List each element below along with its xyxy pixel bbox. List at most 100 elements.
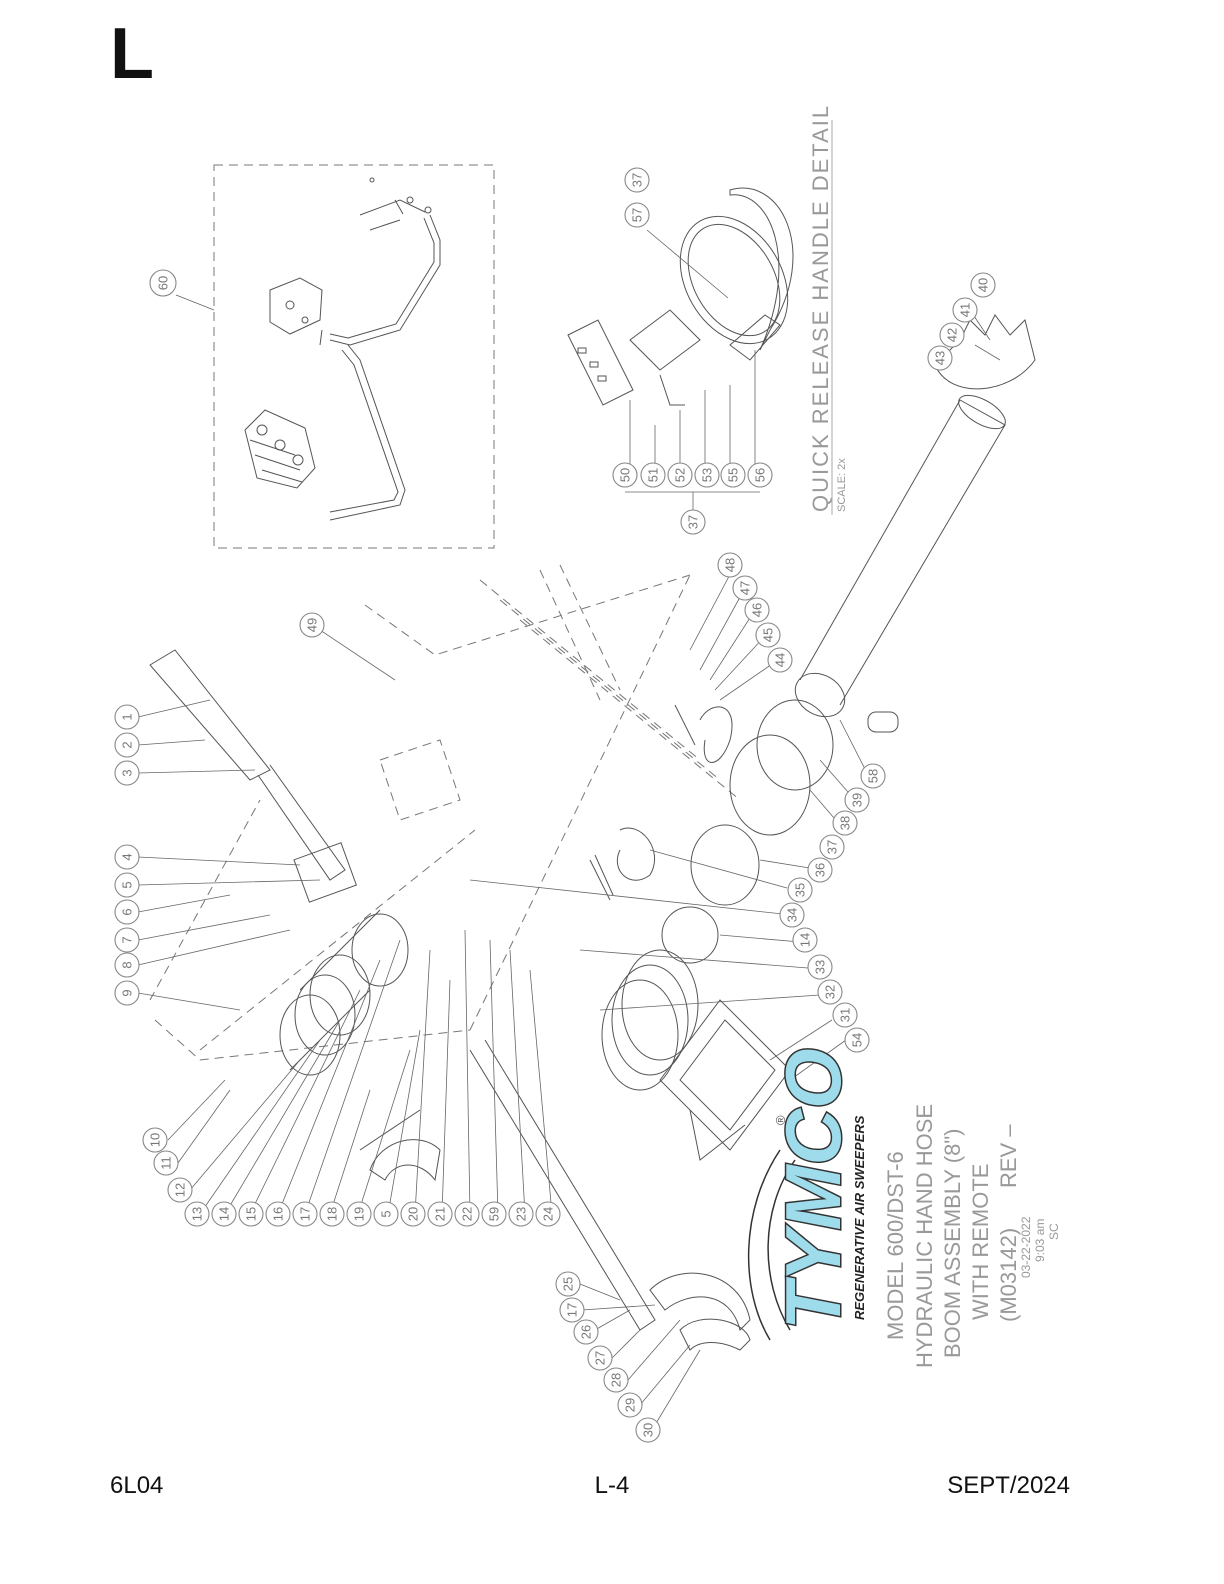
callout-34: 34 bbox=[779, 902, 805, 928]
callout-43: 43 bbox=[927, 345, 953, 371]
stamp-initials: SC bbox=[1047, 1223, 1061, 1240]
callout-59: 59 bbox=[481, 1201, 507, 1227]
footer-date: SEPT/2024 bbox=[947, 1472, 1070, 1499]
hydraulic-inset bbox=[175, 164, 495, 549]
callout-20: 20 bbox=[400, 1201, 426, 1227]
callout-label: 21 bbox=[433, 1207, 448, 1221]
section-letter: L bbox=[110, 14, 154, 94]
callout-label: 42 bbox=[945, 328, 960, 342]
callout-label: 51 bbox=[646, 468, 661, 482]
title-line2: HYDRAULIC HAND HOSE bbox=[912, 1104, 937, 1368]
callout-label: 17 bbox=[565, 1303, 580, 1317]
callout-12: 12 bbox=[167, 1177, 193, 1203]
callout-49: 49 bbox=[299, 612, 325, 638]
callout-label: 45 bbox=[761, 628, 776, 642]
callout-label: 18 bbox=[325, 1207, 340, 1221]
callout-label: 30 bbox=[641, 1423, 656, 1437]
callout-label: 4 bbox=[120, 853, 135, 860]
callout-15: 15 bbox=[238, 1201, 264, 1227]
callout-58: 58 bbox=[860, 763, 886, 789]
detail-title-block: QUICK RELEASE HANDLE DETAIL SCALE: 2x bbox=[808, 104, 848, 515]
callout-19: 19 bbox=[346, 1201, 372, 1227]
callout-57: 57 bbox=[624, 202, 650, 228]
callout-label: 19 bbox=[352, 1207, 367, 1221]
callout-30: 30 bbox=[635, 1417, 661, 1443]
callout-22: 22 bbox=[454, 1201, 480, 1227]
callout-6: 6 bbox=[114, 899, 140, 925]
callout-10: 10 bbox=[142, 1127, 168, 1153]
callout-46: 46 bbox=[744, 597, 770, 623]
detail-title: QUICK RELEASE HANDLE DETAIL bbox=[808, 104, 833, 512]
callout-label: 25 bbox=[561, 1277, 576, 1291]
callout-7: 7 bbox=[114, 927, 140, 953]
callout-4: 4 bbox=[114, 844, 140, 870]
callout-31: 31 bbox=[832, 1002, 858, 1028]
callout-label: 14 bbox=[798, 933, 813, 947]
callout-39: 39 bbox=[844, 787, 870, 813]
callout-label: 27 bbox=[593, 1351, 608, 1365]
logo-brand: TYMCO bbox=[769, 1048, 857, 1330]
callout-label: 60 bbox=[156, 276, 171, 290]
callout-36: 36 bbox=[807, 857, 833, 883]
callout-label: 50 bbox=[618, 468, 633, 482]
callout-label: 47 bbox=[738, 581, 753, 595]
callout-label: 36 bbox=[813, 863, 828, 877]
callout-label: 38 bbox=[838, 816, 853, 830]
callout-1: 1 bbox=[114, 704, 140, 730]
callout-label: 54 bbox=[850, 1033, 865, 1047]
callout-21: 21 bbox=[427, 1201, 453, 1227]
callout-54: 54 bbox=[844, 1027, 870, 1053]
tymco-logo: TYMCO ® REGENERATIVE AIR SWEEPERS bbox=[747, 1047, 867, 1341]
callout-28: 28 bbox=[603, 1367, 629, 1393]
callout-9: 9 bbox=[114, 980, 140, 1006]
callout-label: 48 bbox=[723, 558, 738, 572]
callout-44: 44 bbox=[767, 647, 793, 673]
bellows-left-illustration bbox=[279, 909, 409, 1076]
callout-8: 8 bbox=[114, 952, 140, 978]
callout-40: 40 bbox=[970, 272, 996, 298]
callout-label: 56 bbox=[753, 468, 768, 482]
callout-label: 12 bbox=[173, 1183, 188, 1197]
callout-25: 25 bbox=[555, 1271, 581, 1297]
callout-label: 33 bbox=[813, 960, 828, 974]
callout-label: 35 bbox=[793, 883, 808, 897]
lower-rod-illustration bbox=[359, 1039, 751, 1351]
valve-bank-illustration bbox=[244, 409, 316, 489]
callout-label: 22 bbox=[460, 1207, 475, 1221]
callout-14b: 14 bbox=[792, 927, 818, 953]
callout-label: 57 bbox=[630, 208, 645, 222]
callout-label: 7 bbox=[120, 936, 135, 943]
callout-11: 11 bbox=[153, 1150, 179, 1176]
callout-48: 48 bbox=[717, 552, 743, 578]
callout-label: 52 bbox=[673, 468, 688, 482]
title-line3: BOOM ASSEMBLY (8") bbox=[940, 1128, 965, 1358]
callout-label: 49 bbox=[305, 618, 320, 632]
clamps-illustration bbox=[589, 699, 834, 901]
callout-label: 1 bbox=[120, 713, 135, 720]
callout-label: 55 bbox=[726, 468, 741, 482]
callout-label: 31 bbox=[838, 1008, 853, 1022]
callout-29: 29 bbox=[617, 1392, 643, 1418]
callout-label: 8 bbox=[120, 961, 135, 968]
callout-label: 59 bbox=[487, 1207, 502, 1221]
callout-53: 53 bbox=[694, 462, 720, 488]
callout-label: 43 bbox=[933, 351, 948, 365]
callout-27: 27 bbox=[587, 1345, 613, 1371]
callout-37b: 37 bbox=[680, 509, 706, 535]
callout-label: 53 bbox=[700, 468, 715, 482]
footer-page-number: L-4 bbox=[594, 1472, 630, 1499]
callout-label: 23 bbox=[514, 1207, 529, 1221]
callout-label: 37 bbox=[630, 173, 645, 187]
callout-17b: 17 bbox=[559, 1297, 585, 1323]
callout-label: 26 bbox=[579, 1325, 594, 1339]
remote-valve-illustration bbox=[269, 277, 323, 335]
title-line5: (M03142) bbox=[996, 1228, 1021, 1322]
footer-doc-code: 6L04 bbox=[110, 1472, 164, 1499]
nozzle-box-illustration bbox=[659, 999, 791, 1161]
callout-35: 35 bbox=[787, 877, 813, 903]
callout-label: 2 bbox=[120, 741, 135, 748]
callout-label: 37 bbox=[825, 840, 840, 854]
callout-18: 18 bbox=[319, 1201, 345, 1227]
callout-label: 37 bbox=[686, 515, 701, 529]
